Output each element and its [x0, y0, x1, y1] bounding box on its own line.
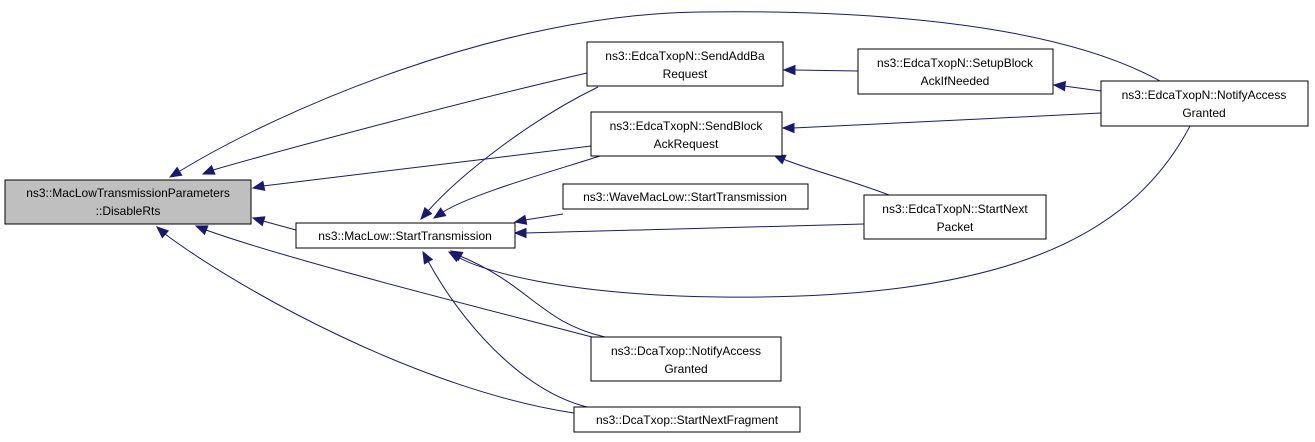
- arrowhead-icon: [201, 164, 216, 175]
- arrowhead-icon: [781, 122, 795, 134]
- edge-edca-notify-to-maclow-start: [447, 125, 1191, 298]
- node-setup-block-ack-if-needed-line-2: AckIfNeeded: [921, 74, 990, 88]
- edge-line: [179, 11, 1161, 172]
- arrowhead-icon: [1052, 80, 1066, 92]
- edge-line: [524, 213, 564, 221]
- edge-line: [205, 229, 597, 339]
- arrowhead-icon: [168, 166, 183, 178]
- node-send-addba-request-line-1: ns3::EdcaTxopN::SendAddBa: [605, 49, 765, 63]
- edge-line: [524, 223, 865, 234]
- edge-line: [793, 69, 859, 72]
- edge-edca-notify-to-send-blockack: [781, 112, 1102, 134]
- edge-dca-notify-to-disable-rts: [194, 225, 597, 339]
- node-disable-rts[interactable]: ns3::MacLowTransmissionParameters ::Disa…: [4, 179, 252, 225]
- node-edca-start-next-packet-line-2: Packet: [937, 220, 974, 234]
- edges-layer: [156, 11, 1191, 414]
- arrowhead-icon: [513, 227, 527, 239]
- arrowhead-icon: [251, 216, 266, 227]
- edge-dca-notify-to-maclow-start: [449, 250, 606, 338]
- node-edca-start-next-packet-line-1: ns3::EdcaTxopN::StartNext: [882, 202, 1028, 216]
- node-wave-maclow-start-transmission-label: ns3::WaveMacLow::StartTransmission: [583, 190, 787, 204]
- arrowhead-icon: [422, 250, 434, 265]
- edge-line: [212, 72, 588, 171]
- edge-line: [427, 260, 588, 408]
- node-edca-notify-access-granted-line-1: ns3::EdcaTxopN::NotifyAccess: [1122, 88, 1287, 102]
- edge-edca-start-next-to-maclow-start: [513, 223, 865, 239]
- node-dca-start-next-fragment[interactable]: ns3::DcaTxop::StartNextFragment: [573, 406, 801, 433]
- node-send-addba-request[interactable]: ns3::EdcaTxopN::SendAddBa Request: [586, 41, 784, 87]
- arrowhead-icon: [420, 206, 433, 220]
- edge-line: [1063, 85, 1102, 92]
- node-disable-rts-line-1: ns3::MacLowTransmissionParameters: [26, 186, 230, 200]
- edge-line: [459, 255, 606, 338]
- arrowhead-icon: [432, 207, 447, 219]
- edge-line: [782, 158, 890, 196]
- edge-edca-notify-to-setup-block: [1052, 80, 1102, 92]
- node-maclow-start-transmission[interactable]: ns3::MacLow::StartTransmission: [295, 222, 516, 249]
- arrowhead-icon: [782, 64, 796, 76]
- arrowhead-icon: [194, 225, 209, 236]
- edge-dca-fragment-to-disable-rts: [156, 226, 575, 414]
- node-dca-notify-access-granted-line-1: ns3::DcaTxop::NotifyAccess: [611, 344, 761, 358]
- edge-send-addba-to-maclow-start: [420, 86, 599, 220]
- node-dca-notify-access-granted[interactable]: ns3::DcaTxop::NotifyAccess Granted: [590, 336, 782, 382]
- node-edca-start-next-packet[interactable]: ns3::EdcaTxopN::StartNext Packet: [863, 194, 1047, 240]
- edge-edca-notify-to-disable-rts: [168, 11, 1161, 178]
- edge-send-addba-to-disable-rts: [201, 72, 588, 175]
- edge-send-blockack-to-maclow-start: [432, 155, 601, 219]
- arrowhead-icon: [449, 250, 464, 262]
- edge-line: [262, 145, 592, 187]
- edge-line: [792, 112, 1102, 129]
- node-edca-notify-access-granted-line-2: Granted: [1182, 106, 1225, 120]
- edge-dca-fragment-to-maclow-start: [422, 250, 588, 408]
- node-setup-block-ack-if-needed-line-1: ns3::EdcaTxopN::SetupBlock: [877, 56, 1034, 70]
- node-maclow-start-transmission-label: ns3::MacLow::StartTransmission: [318, 229, 492, 243]
- edge-line: [427, 86, 599, 212]
- node-send-block-ack-request[interactable]: ns3::EdcaTxopN::SendBlock AckRequest: [590, 111, 783, 157]
- node-send-block-ack-request-line-1: ns3::EdcaTxopN::SendBlock: [610, 119, 764, 133]
- edge-line: [164, 233, 575, 414]
- edge-line: [262, 220, 297, 231]
- node-disable-rts-line-2: ::DisableRts: [96, 204, 161, 218]
- edge-line: [442, 155, 601, 213]
- edge-wave-start-to-maclow-start: [513, 213, 564, 225]
- node-wave-maclow-start-transmission[interactable]: ns3::WaveMacLow::StartTransmission: [562, 183, 809, 210]
- arrowhead-icon: [513, 214, 528, 225]
- node-send-block-ack-request-line-2: AckRequest: [654, 137, 719, 151]
- node-dca-notify-access-granted-line-2: Granted: [664, 362, 707, 376]
- edge-send-blockack-to-disable-rts: [251, 145, 592, 191]
- node-setup-block-ack-if-needed[interactable]: ns3::EdcaTxopN::SetupBlock AckIfNeeded: [857, 48, 1054, 95]
- arrowhead-icon: [251, 180, 266, 191]
- edge-setup-block-to-send-addba: [782, 64, 859, 76]
- node-edca-notify-access-granted[interactable]: ns3::EdcaTxopN::NotifyAccess Granted: [1100, 80, 1309, 127]
- edge-maclow-start-to-disable-rts: [251, 216, 297, 231]
- node-send-addba-request-line-2: Request: [663, 67, 708, 81]
- node-dca-start-next-fragment-label: ns3::DcaTxop::StartNextFragment: [596, 413, 779, 427]
- arrowhead-icon: [156, 226, 170, 239]
- edge-line: [457, 125, 1191, 298]
